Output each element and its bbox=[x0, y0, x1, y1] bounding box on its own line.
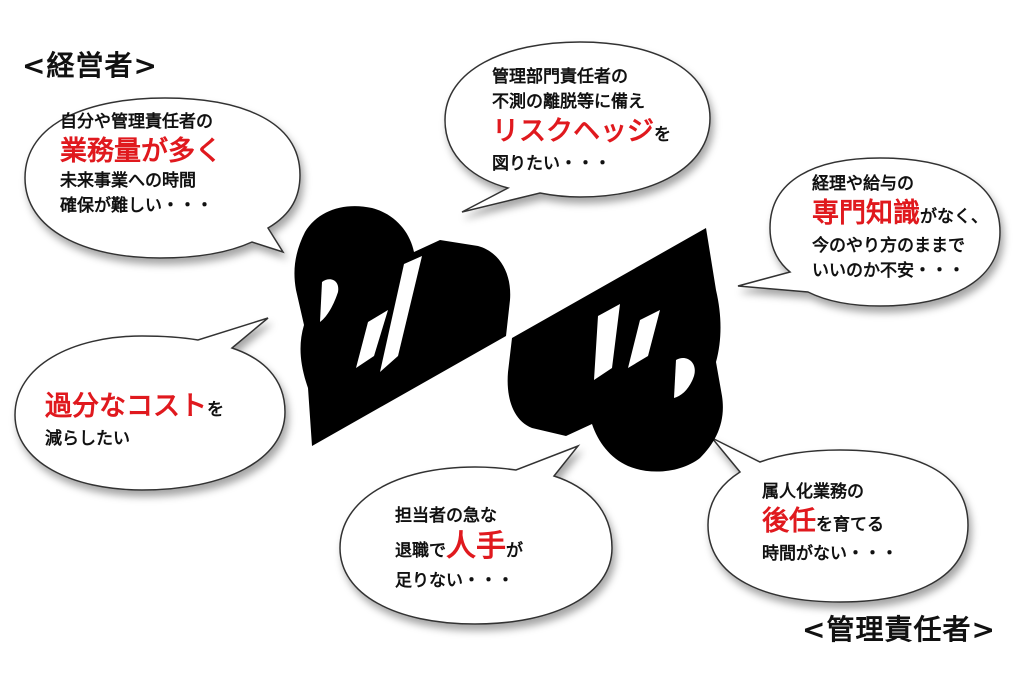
speech-bubble-6 bbox=[707, 437, 969, 603]
bubble-5-line-2-head: 退職で bbox=[395, 541, 446, 561]
bubble-2-text: 管理部門責任者の 不測の離脱等に備え リスクヘッジを 図りたい・・・ bbox=[492, 65, 671, 177]
bubble-6-emphasis: 後任 bbox=[762, 506, 816, 537]
bubble-4-line-1-tail: を bbox=[207, 400, 224, 420]
bubble-3-text: 経理や給与の 専門知識がなく、 今のやり方のままで いいのか不安・・・ bbox=[812, 172, 988, 284]
bubble-4-text: 過分なコストを 減らしたい bbox=[45, 390, 224, 452]
speech-bubble-2 bbox=[444, 41, 711, 213]
bubble-2-emphasis: リスクヘッジ bbox=[492, 116, 654, 147]
bubble-3-line-4: いいのか不安・・・ bbox=[812, 261, 965, 281]
bubble-4-emphasis: 過分なコスト bbox=[45, 391, 207, 422]
speech-bubble-5 bbox=[339, 444, 613, 625]
distressed-person-silhouette-1 bbox=[294, 206, 511, 446]
bubble-1-line-4: 確保が難しい・・・ bbox=[60, 196, 213, 216]
bubble-2-line-1: 管理部門責任者の bbox=[492, 67, 628, 87]
bubble-5-emphasis: 人手 bbox=[446, 529, 506, 564]
bubble-5-line-3: 足りない・・・ bbox=[395, 571, 514, 591]
bubble-1-line-1: 自分や管理責任者の bbox=[60, 112, 213, 132]
bubble-6-line-3: 時間がない・・・ bbox=[762, 544, 898, 564]
bubble-5-text: 担当者の急な 退職で人手が 足りない・・・ bbox=[395, 504, 523, 594]
bubble-6-text: 属人化業務の 後任を育てる 時間がない・・・ bbox=[762, 480, 898, 567]
bubble-5-line-2-tail: が bbox=[506, 541, 523, 561]
bubble-6-line-1: 属人化業務の bbox=[762, 482, 864, 502]
speech-bubble-3 bbox=[737, 157, 1001, 307]
bubble-2-line-3-tail: を bbox=[654, 125, 671, 145]
distressed-person-silhouette-2 bbox=[507, 228, 723, 472]
manager-label: <管理責任者> bbox=[802, 613, 996, 646]
bubble-3-line-3: 今のやり方のままで bbox=[812, 236, 965, 256]
bubble-2-line-2: 不測の離脱等に備え bbox=[492, 92, 645, 112]
bubble-4-line-2: 減らしたい bbox=[45, 429, 130, 449]
management-label: <経営者> bbox=[22, 49, 158, 82]
bubble-2-line-4: 図りたい・・・ bbox=[492, 154, 611, 174]
bubble-3-line-1: 経理や給与の bbox=[812, 174, 914, 194]
bubble-6-line-2-tail: を育てる bbox=[816, 515, 884, 535]
speech-bubble-4 bbox=[14, 317, 286, 491]
bubble-3-line-2-tail: がなく、 bbox=[920, 207, 988, 227]
bubble-1-text: 自分や管理責任者の 業務量が多く 未来事業への時間 確保が難しい・・・ bbox=[60, 110, 222, 219]
bubble-3-emphasis: 専門知識 bbox=[812, 198, 920, 229]
bubble-1-line-3: 未来事業への時間 bbox=[60, 171, 196, 191]
bubble-5-line-1: 担当者の急な bbox=[395, 506, 497, 526]
bubble-1-emphasis: 業務量が多く bbox=[60, 136, 222, 167]
speech-bubble-1 bbox=[24, 97, 301, 259]
